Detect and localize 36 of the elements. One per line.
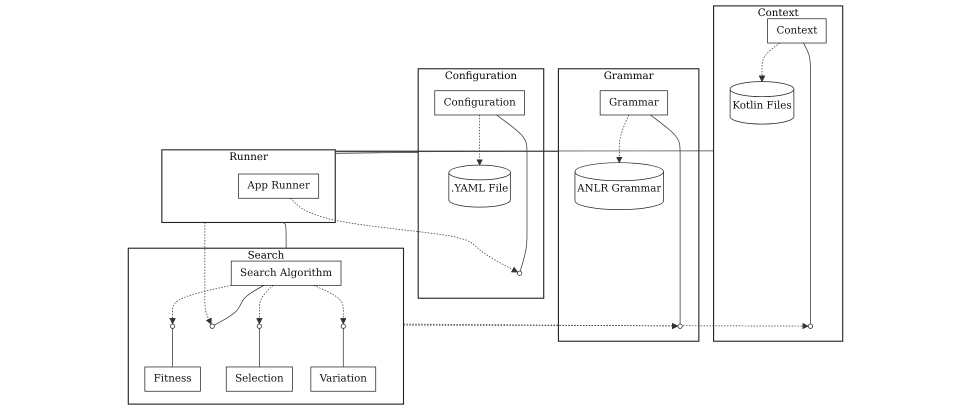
arrow bbox=[169, 284, 232, 324]
node-box: App Runner bbox=[238, 174, 320, 199]
node-box: Search Algorithm bbox=[230, 260, 342, 286]
arrow bbox=[403, 322, 809, 330]
arrow bbox=[476, 114, 483, 166]
connector bbox=[172, 328, 173, 368]
arrow bbox=[403, 322, 678, 330]
connector bbox=[334, 150, 714, 152]
node-box: Fitness bbox=[144, 366, 201, 392]
arrow bbox=[616, 114, 630, 163]
node-circle bbox=[170, 324, 176, 329]
connector bbox=[334, 151, 559, 152]
arrow bbox=[758, 42, 780, 82]
node-circle bbox=[256, 324, 262, 329]
node-circle bbox=[210, 324, 215, 329]
connector bbox=[280, 222, 286, 249]
node-circle bbox=[340, 324, 346, 329]
connector bbox=[214, 284, 264, 326]
connector bbox=[803, 42, 811, 324]
connector bbox=[496, 114, 528, 272]
node-box: Configuration bbox=[434, 90, 525, 116]
arrow bbox=[204, 222, 212, 324]
node-box: Variation bbox=[310, 366, 376, 392]
connector bbox=[342, 328, 344, 368]
node-box: Selection bbox=[226, 366, 293, 392]
node-box: Context bbox=[767, 18, 827, 44]
node-circle bbox=[808, 324, 813, 329]
connector bbox=[650, 114, 680, 324]
node-circle bbox=[517, 270, 522, 276]
arrow bbox=[290, 198, 518, 272]
node-circle bbox=[678, 324, 683, 329]
arrow bbox=[314, 284, 347, 324]
arrow bbox=[256, 284, 274, 324]
connector bbox=[258, 328, 260, 368]
node-box: Grammar bbox=[600, 90, 668, 116]
connector bbox=[334, 152, 419, 154]
